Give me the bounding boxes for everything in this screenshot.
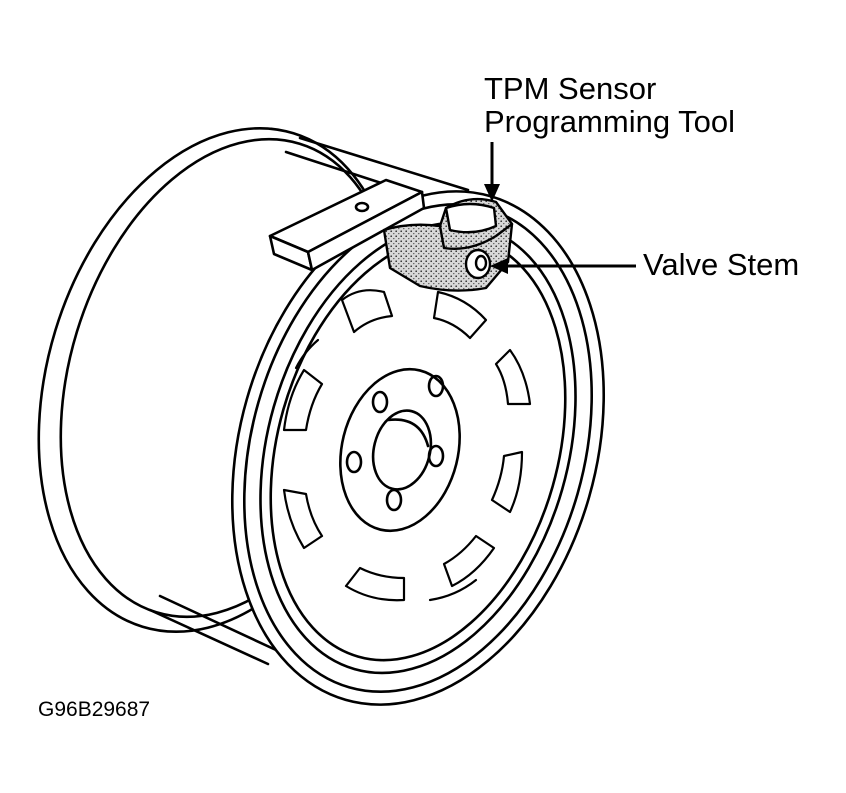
valve-stem: [464, 248, 492, 280]
spoke-windows: [282, 289, 532, 602]
barrel-top-edge: [298, 136, 470, 192]
valve-stem-leader-arrow: [490, 258, 636, 274]
figure-id: G96B29687: [38, 698, 151, 721]
hub: [339, 367, 461, 533]
tool-leader-arrow: [484, 142, 500, 202]
lug-holes: [345, 374, 445, 512]
tpm-tool-callout-line2: Programming Tool: [484, 104, 735, 139]
front-rim: [230, 190, 606, 706]
tool-bracket: [268, 178, 426, 272]
barrel-bottom-edge: [148, 608, 270, 666]
tpm-tool-callout: TPM Sensor Programming Tool: [484, 72, 735, 138]
valve-stem-callout: Valve Stem: [643, 247, 800, 282]
tpm-tool-callout-line1: TPM Sensor: [484, 71, 657, 106]
